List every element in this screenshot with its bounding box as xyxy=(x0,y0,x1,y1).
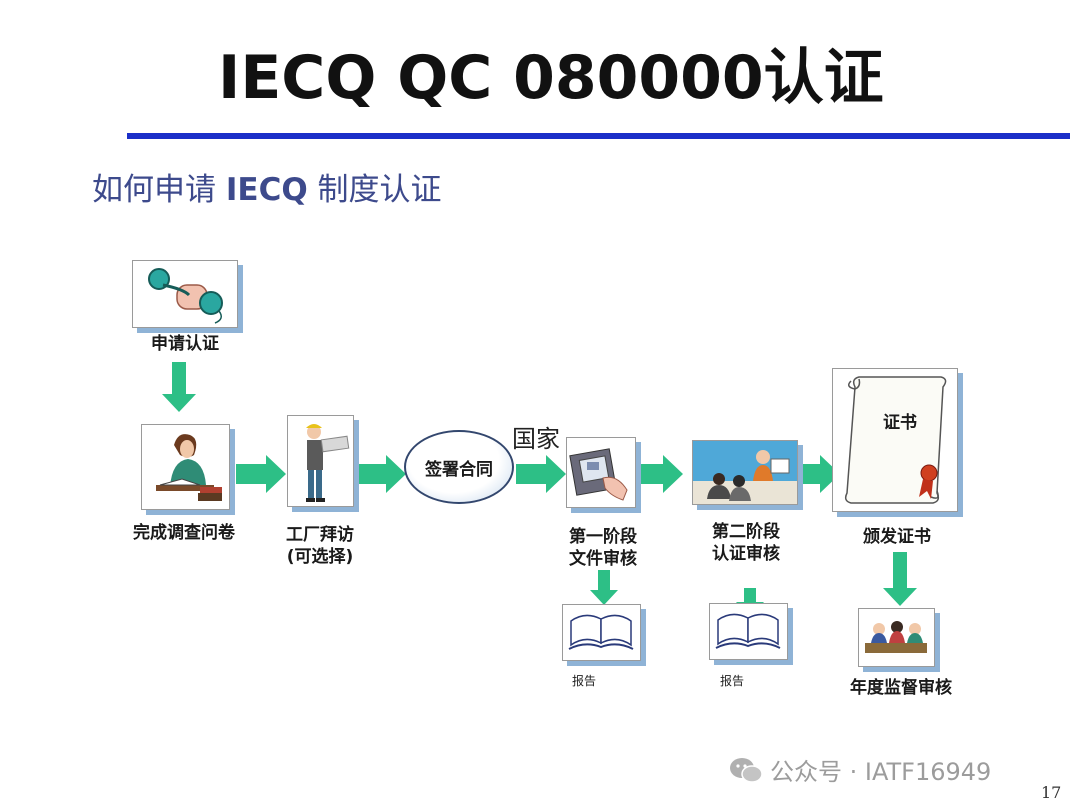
annual-audit-box xyxy=(858,608,935,667)
arrow-down-audit xyxy=(883,552,917,606)
label-issue-certificate: 颁发证书 xyxy=(863,527,931,547)
person-writing-icon xyxy=(156,434,222,501)
label-certificate-scroll: 证书 xyxy=(883,413,917,433)
report-box-2 xyxy=(709,603,788,660)
label-annual-audit: 年度监督审核 xyxy=(850,678,952,698)
label-report-1: 报告 xyxy=(572,674,597,688)
subtitle-en: IECQ xyxy=(225,172,308,208)
title-underline xyxy=(127,133,1070,139)
certificate-scroll-icon xyxy=(844,376,947,504)
label-stage1-2: 文件审核 xyxy=(569,549,637,569)
arrow-right-5 xyxy=(792,455,840,493)
phone-icon xyxy=(148,268,223,324)
label-contract: 签署合同 xyxy=(425,459,493,480)
open-book-icon xyxy=(568,614,634,650)
arrow-down-report-1 xyxy=(590,570,618,605)
arrow-right-2 xyxy=(356,455,406,493)
label-apply: 申请认证 xyxy=(151,334,219,354)
arrow-right-3 xyxy=(516,455,566,493)
page-title: IECQ QC 080000认证 xyxy=(218,43,884,113)
questionnaire-box xyxy=(141,424,230,510)
subtitle-prefix: 如何申请 xyxy=(92,172,216,208)
phone-box xyxy=(132,260,238,328)
watermark-text: 公众号 · IATF16949 xyxy=(770,758,992,786)
label-questionnaire: 完成调查问卷 xyxy=(133,523,235,543)
watermark: 公众号 · IATF16949 xyxy=(728,752,991,787)
label-national: 国家 xyxy=(512,425,560,453)
inspector-icon xyxy=(306,424,350,502)
subtitle-suffix: 制度认证 xyxy=(317,172,442,208)
wechat-icon xyxy=(730,757,763,783)
subtitle: 如何申请 IECQ 制度认证 xyxy=(92,170,442,210)
factory-visit-box xyxy=(287,415,354,507)
open-book-icon xyxy=(715,613,781,649)
label-report-2: 报告 xyxy=(720,674,745,688)
arrow-right-1 xyxy=(236,455,286,493)
report-box-1 xyxy=(562,604,641,661)
contract-oval: 签署合同 xyxy=(404,430,514,504)
arrow-down-report-2 xyxy=(736,588,764,617)
page-number: 17 xyxy=(1041,783,1062,802)
audit-meeting-icon xyxy=(693,441,797,504)
stage1-box xyxy=(566,437,636,508)
label-stage2-1: 第二阶段 xyxy=(712,522,780,542)
arrow-down-apply xyxy=(162,362,196,412)
label-factory-visit-2: (可选择) xyxy=(286,547,354,567)
document-review-icon xyxy=(569,448,628,501)
label-stage2-2: 认证审核 xyxy=(712,544,780,564)
label-factory-visit-1: 工厂拜访 xyxy=(286,525,354,545)
arrow-right-4 xyxy=(633,455,683,493)
label-stage1-1: 第一阶段 xyxy=(569,527,637,547)
stage2-box xyxy=(692,440,798,505)
team-meeting-icon xyxy=(865,621,927,653)
certificate-box xyxy=(832,368,958,512)
